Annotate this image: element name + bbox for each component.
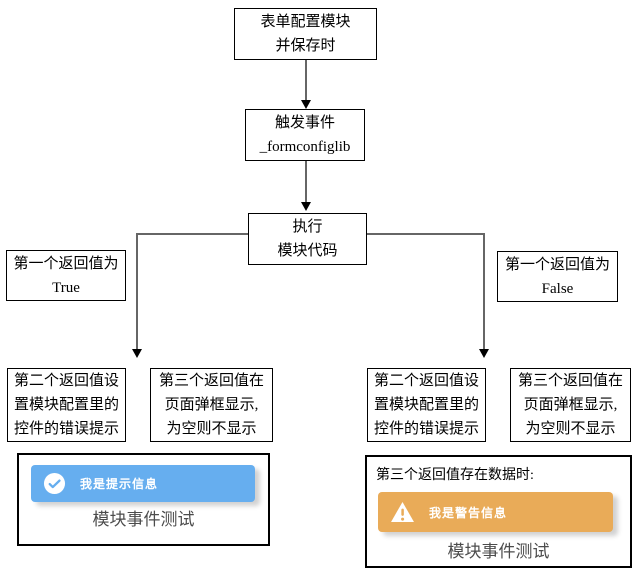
- third-return-line3: 为空则不显示: [525, 421, 616, 437]
- flow-box-trigger-line2: _formconfiglib: [259, 139, 351, 155]
- info-toast: 我是提示信息: [31, 465, 255, 502]
- info-toast-text: 我是提示信息: [80, 477, 159, 491]
- flow-box-execute-code: 执行 模块代码: [248, 213, 367, 265]
- third-return-line1: 第三个返回值在: [517, 373, 623, 389]
- flow-box-exec-line2: 模块代码: [277, 243, 338, 259]
- connector-line: [305, 161, 307, 202]
- flow-label-false-line1: 第一个返回值为: [504, 256, 610, 273]
- flow-label-true-line1: 第一个返回值为: [13, 255, 119, 272]
- arrow-down-icon: [301, 202, 311, 211]
- second-return-line1: 第二个返回值设: [373, 373, 479, 389]
- second-return-line1: 第二个返回值设: [13, 373, 119, 389]
- panel-caption: 模块事件测试: [92, 510, 195, 529]
- example-panel-info: 我是提示信息 模块事件测试: [17, 453, 270, 546]
- flow-label-true-line2: True: [52, 279, 80, 296]
- flow-box-third-return-right: 第三个返回值在 页面弹框显示, 为空则不显示: [510, 368, 631, 442]
- flow-box-trigger-line1: 触发事件: [274, 115, 335, 131]
- connector-line: [367, 233, 485, 235]
- warning-triangle-icon: [390, 501, 415, 523]
- arrow-down-icon: [479, 349, 489, 358]
- third-return-line2: 页面弹框显示,: [523, 397, 618, 413]
- connector-line: [137, 233, 248, 235]
- flow-box-exec-line1: 执行: [292, 219, 323, 235]
- third-return-line1: 第三个返回值在: [158, 373, 264, 389]
- flow-box-form-save-line1: 表单配置模块: [260, 14, 351, 30]
- flow-box-form-save-line2: 并保存时: [275, 38, 336, 54]
- flow-label-return-true: 第一个返回值为 True: [6, 250, 126, 301]
- flow-box-form-save: 表单配置模块 并保存时: [234, 8, 377, 60]
- flow-label-false-line2: False: [541, 280, 574, 297]
- flow-label-return-false: 第一个返回值为 False: [497, 251, 618, 302]
- arrow-down-icon: [301, 100, 311, 109]
- check-circle-icon: [43, 472, 66, 495]
- third-return-line3: 为空则不显示: [166, 421, 257, 437]
- flow-box-trigger-event: 触发事件 _formconfiglib: [245, 109, 365, 161]
- connector-line: [136, 233, 138, 349]
- second-return-line2: 置模块配置里的: [13, 397, 119, 413]
- flow-box-second-return-left: 第二个返回值设 置模块配置里的 控件的错误提示: [7, 368, 126, 442]
- warning-toast: 我是警告信息: [378, 492, 613, 532]
- third-return-line2: 页面弹框显示,: [164, 397, 259, 413]
- flow-box-second-return-right: 第二个返回值设 置模块配置里的 控件的错误提示: [367, 368, 486, 442]
- panel-heading: 第三个返回值存在数据时:: [376, 468, 534, 483]
- example-panel-warning: 第三个返回值存在数据时: 我是警告信息 模块事件测试: [365, 455, 632, 568]
- second-return-line2: 置模块配置里的: [373, 397, 479, 413]
- second-return-line3: 控件的错误提示: [373, 421, 479, 437]
- arrow-down-icon: [132, 349, 142, 358]
- connector-line: [483, 233, 485, 349]
- flow-box-third-return-left: 第三个返回值在 页面弹框显示, 为空则不显示: [150, 368, 273, 442]
- panel-caption: 模块事件测试: [447, 542, 550, 561]
- warning-toast-text: 我是警告信息: [429, 505, 508, 520]
- connector-line: [305, 60, 307, 100]
- second-return-line3: 控件的错误提示: [13, 421, 119, 437]
